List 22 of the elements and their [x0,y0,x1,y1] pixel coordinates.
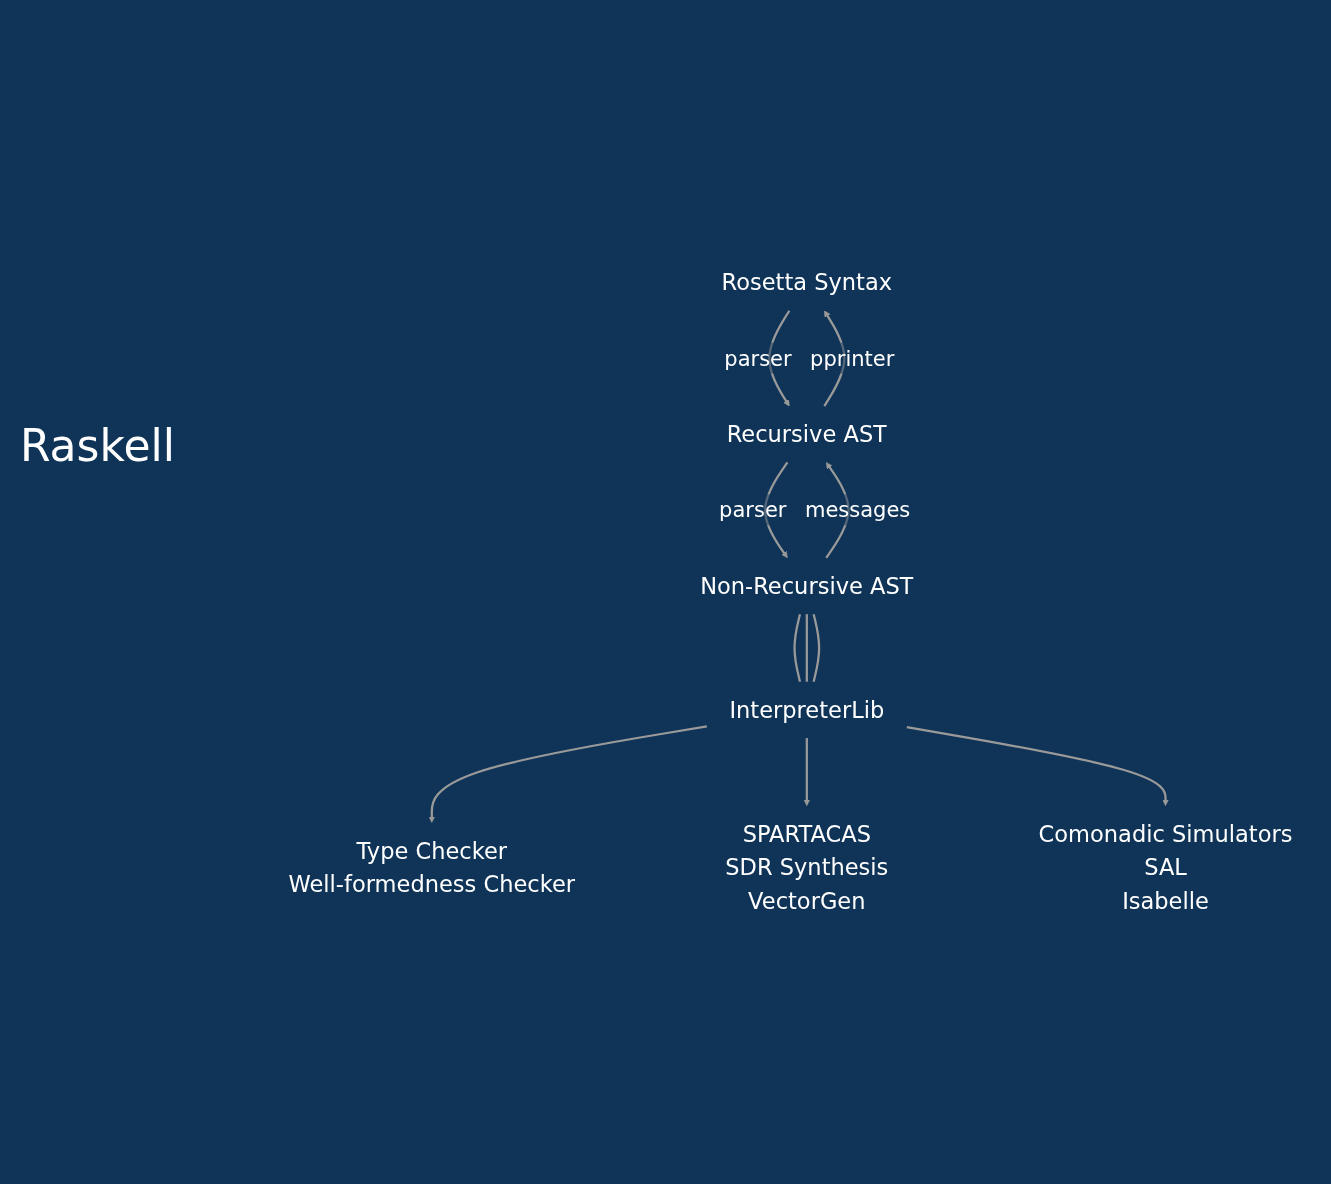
arrow [906,726,1169,806]
node-text: Non-Recursive AST [700,572,914,600]
arrow [764,461,789,559]
node-text: InterpreterLib [729,696,885,724]
arrow [803,738,811,806]
node-text: Type Checker Well-formedness Checker [288,837,576,898]
arrow [768,310,791,407]
side-label: Raskell [20,420,175,471]
arrow [823,310,846,407]
arrow [825,462,850,559]
edge-label: parser [724,345,792,371]
arrow [428,725,708,823]
connector [812,613,821,682]
node-text: Rosetta Syntax [721,269,893,296]
node-text: Recursive AST [726,421,887,448]
connector [793,613,802,682]
edge-label: pprinter [810,345,895,371]
node-text: SPARTACAS SDR Synthesis VectorGen [725,820,889,915]
node-text: Comonadic Simulators SAL Isabelle [1038,820,1293,915]
connector [805,614,808,682]
edge-label: parser [719,497,787,523]
edge-label: messages [804,497,911,523]
